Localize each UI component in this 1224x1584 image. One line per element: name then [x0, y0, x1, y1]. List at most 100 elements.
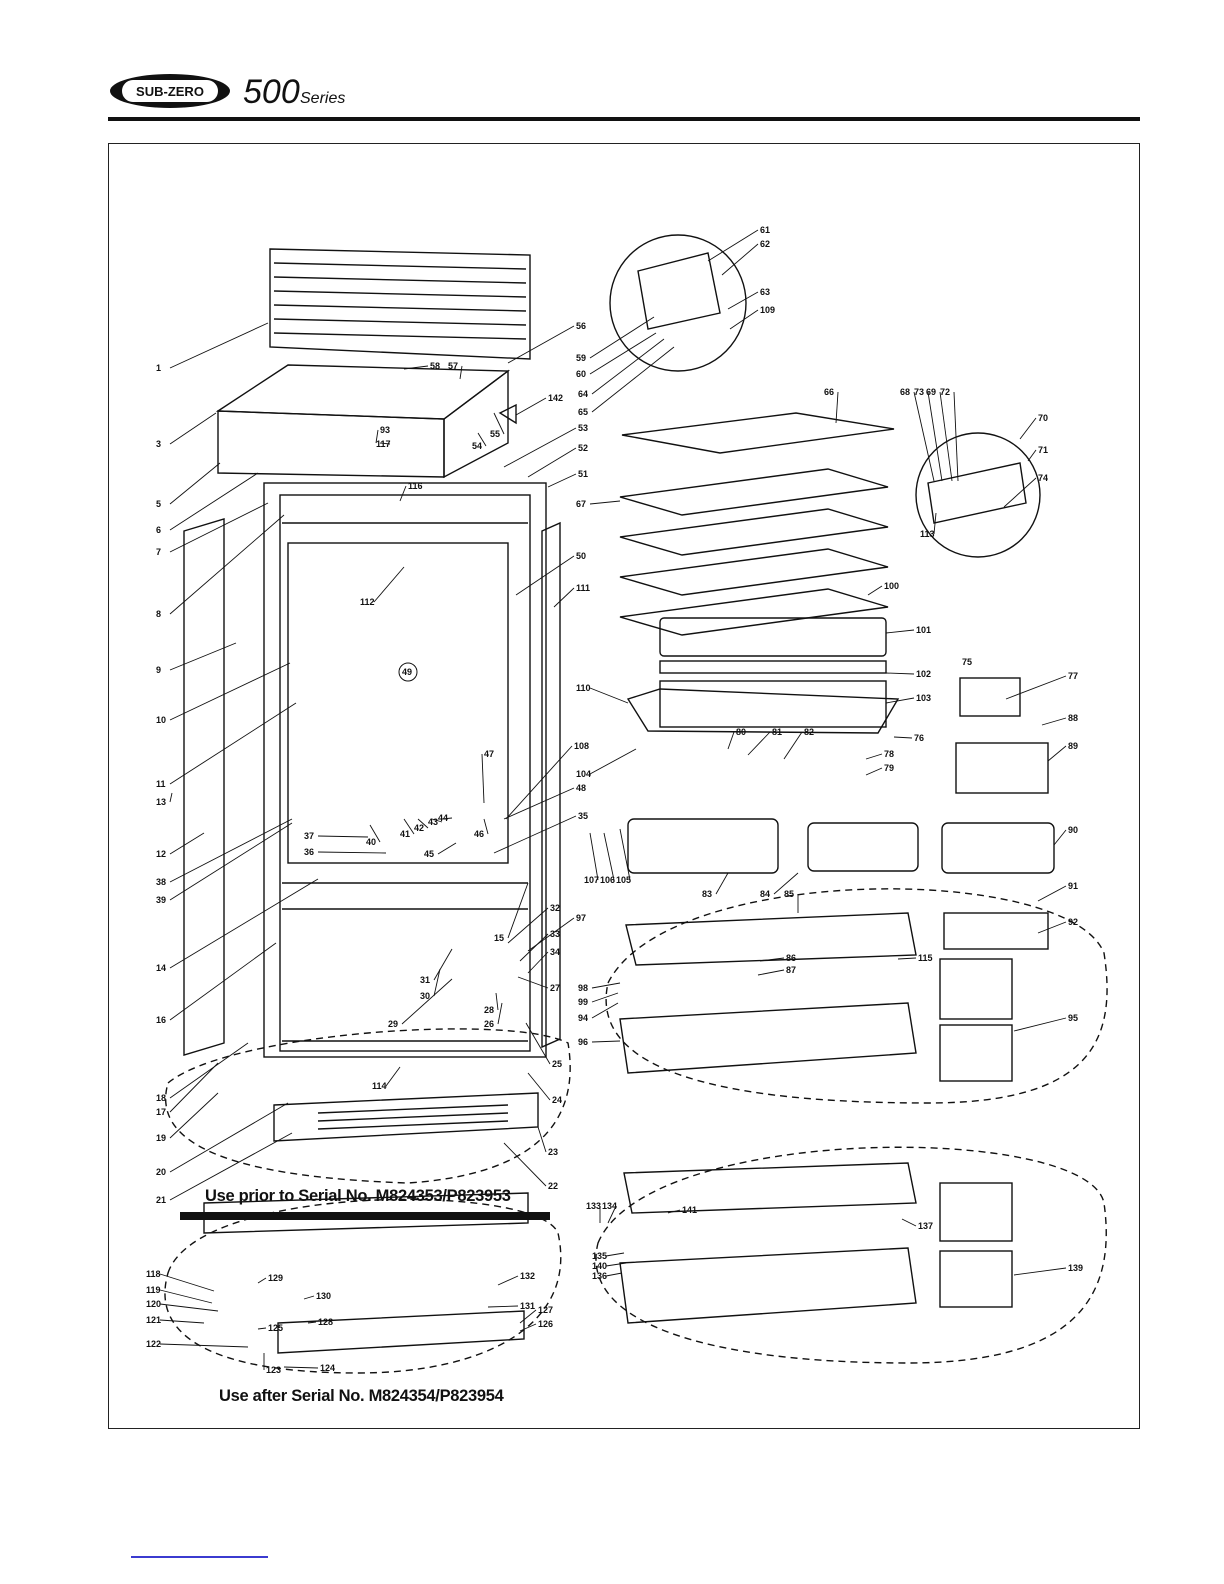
part-number-callout: 30	[420, 991, 430, 1001]
callout-leader-98	[591, 982, 621, 989]
part-number-callout: 121	[146, 1315, 161, 1325]
part-number-callout: 96	[578, 1037, 588, 1047]
caption-prior-serial: Use prior to Serial No. M824353/P823953	[205, 1187, 511, 1205]
callout-leader-47	[481, 753, 485, 804]
part-number-callout: 140	[592, 1261, 607, 1271]
part-number-callout: 45	[424, 849, 434, 859]
part-number-callout: 125	[268, 1323, 283, 1333]
part-number-callout: 134	[602, 1201, 617, 1211]
callout-leader-114	[385, 1066, 401, 1087]
part-number-callout: 137	[918, 1221, 933, 1231]
callout-leader-66	[835, 391, 839, 424]
callout-leader-42	[417, 818, 429, 829]
part-number-callout: 72	[940, 387, 950, 397]
footer-link-underline[interactable]	[131, 1556, 268, 1558]
callout-leader-94	[591, 1002, 619, 1019]
part-number-callout: 64	[578, 389, 588, 399]
callout-leader-135	[605, 1252, 625, 1257]
series-word: Series	[300, 90, 345, 107]
callout-leader-77	[1005, 675, 1067, 700]
part-number-callout: 3	[156, 439, 161, 449]
part-number-callout: 42	[414, 823, 424, 833]
part-number-callout: 78	[884, 749, 894, 759]
part-number-callout: 23	[548, 1147, 558, 1157]
part-number-callout: 14	[156, 963, 166, 973]
callout-leader-95	[1013, 1017, 1067, 1032]
toe-grille	[273, 1092, 539, 1142]
callout-leader-80	[727, 731, 735, 750]
callout-leader-102	[885, 672, 915, 675]
part-number-callout: 128	[318, 1317, 333, 1327]
callout-leader-113	[933, 512, 937, 535]
part-number-callout: 136	[592, 1271, 607, 1281]
callout-leader-69	[939, 391, 953, 482]
callout-leader-74	[1003, 477, 1037, 508]
callout-leader-67	[589, 500, 621, 505]
glass-shelves	[619, 412, 895, 636]
callout-leader-34	[527, 951, 549, 974]
part-number-callout: 113	[920, 529, 935, 539]
part-number-callout: 68	[900, 387, 910, 397]
part-number-callout: 28	[484, 1005, 494, 1015]
callout-leader-129	[257, 1277, 267, 1284]
part-number-callout: 94	[578, 1013, 588, 1023]
part-number-callout: 61	[760, 225, 770, 235]
series-number: 500	[243, 73, 300, 111]
callout-leader-84	[773, 872, 799, 895]
callout-leader-62	[721, 243, 759, 276]
part-number-callout: 110	[576, 683, 591, 693]
callout-leader-87	[757, 969, 785, 976]
callout-leader-73	[927, 391, 943, 482]
part-number-callout: 35	[578, 811, 588, 821]
part-number-callout: 38	[156, 877, 166, 887]
callout-leader-27	[517, 976, 549, 989]
callout-leader-101	[885, 629, 915, 634]
callout-leader-61	[707, 229, 759, 262]
callout-leader-18	[169, 1042, 249, 1099]
callout-leader-105	[619, 828, 631, 881]
part-number-callout: 65	[578, 407, 588, 417]
callout-leader-58	[403, 365, 429, 370]
part-number-callout: 86	[786, 953, 796, 963]
callout-leader-79	[865, 767, 883, 776]
caption-after-serial: Use after Serial No. M824354/P823954	[219, 1387, 504, 1405]
part-number-callout: 43	[428, 817, 438, 827]
callout-leader-36	[317, 851, 387, 854]
callout-leader-72	[953, 391, 959, 482]
part-number-callout: 135	[592, 1251, 607, 1261]
callout-leader-44	[441, 817, 453, 820]
part-number-callout: 17	[156, 1107, 166, 1117]
part-number-callout: 79	[884, 763, 894, 773]
callout-leader-126	[519, 1323, 537, 1332]
callout-leader-103	[885, 697, 915, 704]
callout-leader-100	[867, 585, 883, 596]
callout-leader-41	[403, 818, 415, 835]
callout-leader-89	[1047, 745, 1067, 762]
callout-leader-122	[159, 1343, 249, 1348]
part-number-callout: 12	[156, 849, 166, 859]
part-number-callout: 26	[484, 1019, 494, 1029]
part-number-callout: 37	[304, 831, 314, 841]
part-number-callout: 127	[538, 1305, 553, 1315]
callout-leader-125	[257, 1327, 267, 1330]
part-number-callout: 22	[548, 1181, 558, 1191]
callout-leader-127	[519, 1309, 537, 1324]
part-number-callout: 69	[926, 387, 936, 397]
part-number-callout: 111	[576, 583, 590, 593]
part-number-callout: 87	[786, 965, 796, 975]
callout-leader-82	[783, 731, 803, 760]
part-number-callout: 126	[538, 1319, 553, 1329]
callout-leader-131	[487, 1305, 519, 1308]
part-number-callout: 41	[400, 829, 410, 839]
callout-leader-137	[901, 1218, 917, 1227]
callout-leader-90	[1053, 829, 1067, 846]
callout-leader-30	[433, 968, 441, 997]
diagram-frame	[108, 143, 1140, 1429]
callout-leader-6	[169, 472, 259, 531]
exploded-parts-diagram: 1356789101112131415161718192021222324252…	[146, 225, 1108, 1375]
part-number-callout: 101	[916, 625, 931, 635]
part-number-callout: 52	[578, 443, 588, 453]
callout-leader-39	[169, 822, 293, 901]
part-number-callout: 49	[402, 667, 412, 677]
part-number-callout: 55	[490, 429, 500, 439]
